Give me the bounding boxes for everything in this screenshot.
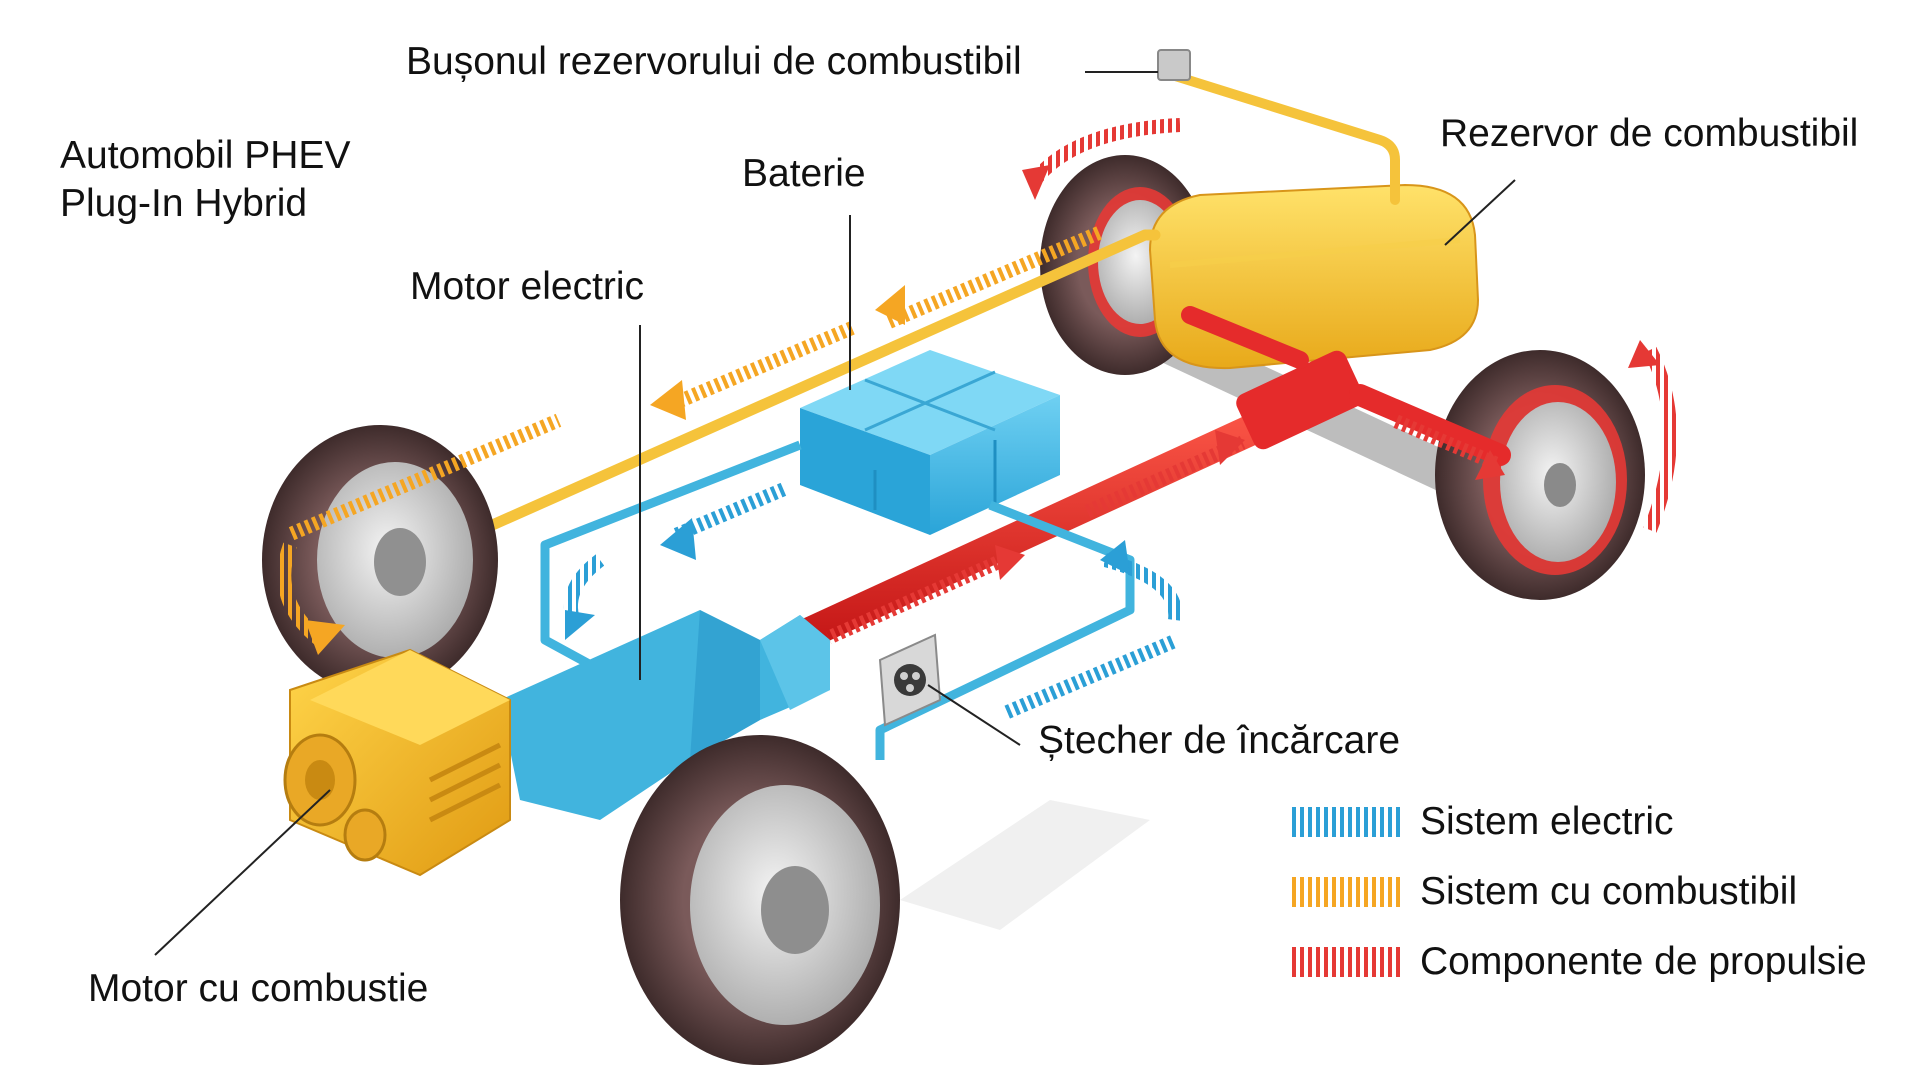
ground-shadow [900,800,1150,930]
electric-cables [540,440,1135,760]
legend-swatch-electric [1292,807,1400,837]
leader-fuel-tank [1444,179,1516,246]
title-line-2: Plug-In Hybrid [60,182,308,225]
label-charging-plug: Ștecher de încărcare [1038,719,1401,762]
leader-charging-plug [927,684,1021,746]
rear-right-wheel [1435,350,1645,600]
fuel-tank [1148,183,1480,370]
electric-motor [500,610,830,820]
charging-socket [878,633,942,727]
combustion-engine [283,648,511,877]
legend-item-propulsion: Componente de propulsie [1292,940,1867,984]
title-line-1: Automobil PHEV [60,134,351,177]
leader-combustion-engine [154,789,331,956]
legend-item-fuel: Sistem cu combustibil [1292,870,1797,914]
propulsion-shaft [800,306,1511,645]
legend-label-propulsion: Componente de propulsie [1420,940,1867,983]
label-combustion-engine: Motor cu combustie [88,967,429,1010]
front-right-wheel [620,735,900,1065]
label-fuel-cap: Bușonul rezervorului de combustibil [406,40,1022,83]
legend-swatch-fuel [1292,877,1400,907]
leader-lines [154,71,1516,956]
electric-flow-arrows [563,482,1183,719]
fuel-flow-arrows [277,225,1104,655]
battery-pack [800,350,1060,535]
propulsion-flow-arrows [825,118,1677,645]
fuel-filler-line [1157,49,1400,205]
label-battery: Baterie [742,152,866,195]
legend-swatch-propulsion [1292,947,1400,977]
legend-label-fuel: Sistem cu combustibil [1420,870,1798,913]
label-fuel-tank: Rezervor de combustibil [1440,112,1859,155]
label-electric-motor: Motor electric [410,265,645,308]
legend-label-electric: Sistem electric [1420,800,1674,843]
legend-item-electric: Sistem electric [1292,800,1674,844]
